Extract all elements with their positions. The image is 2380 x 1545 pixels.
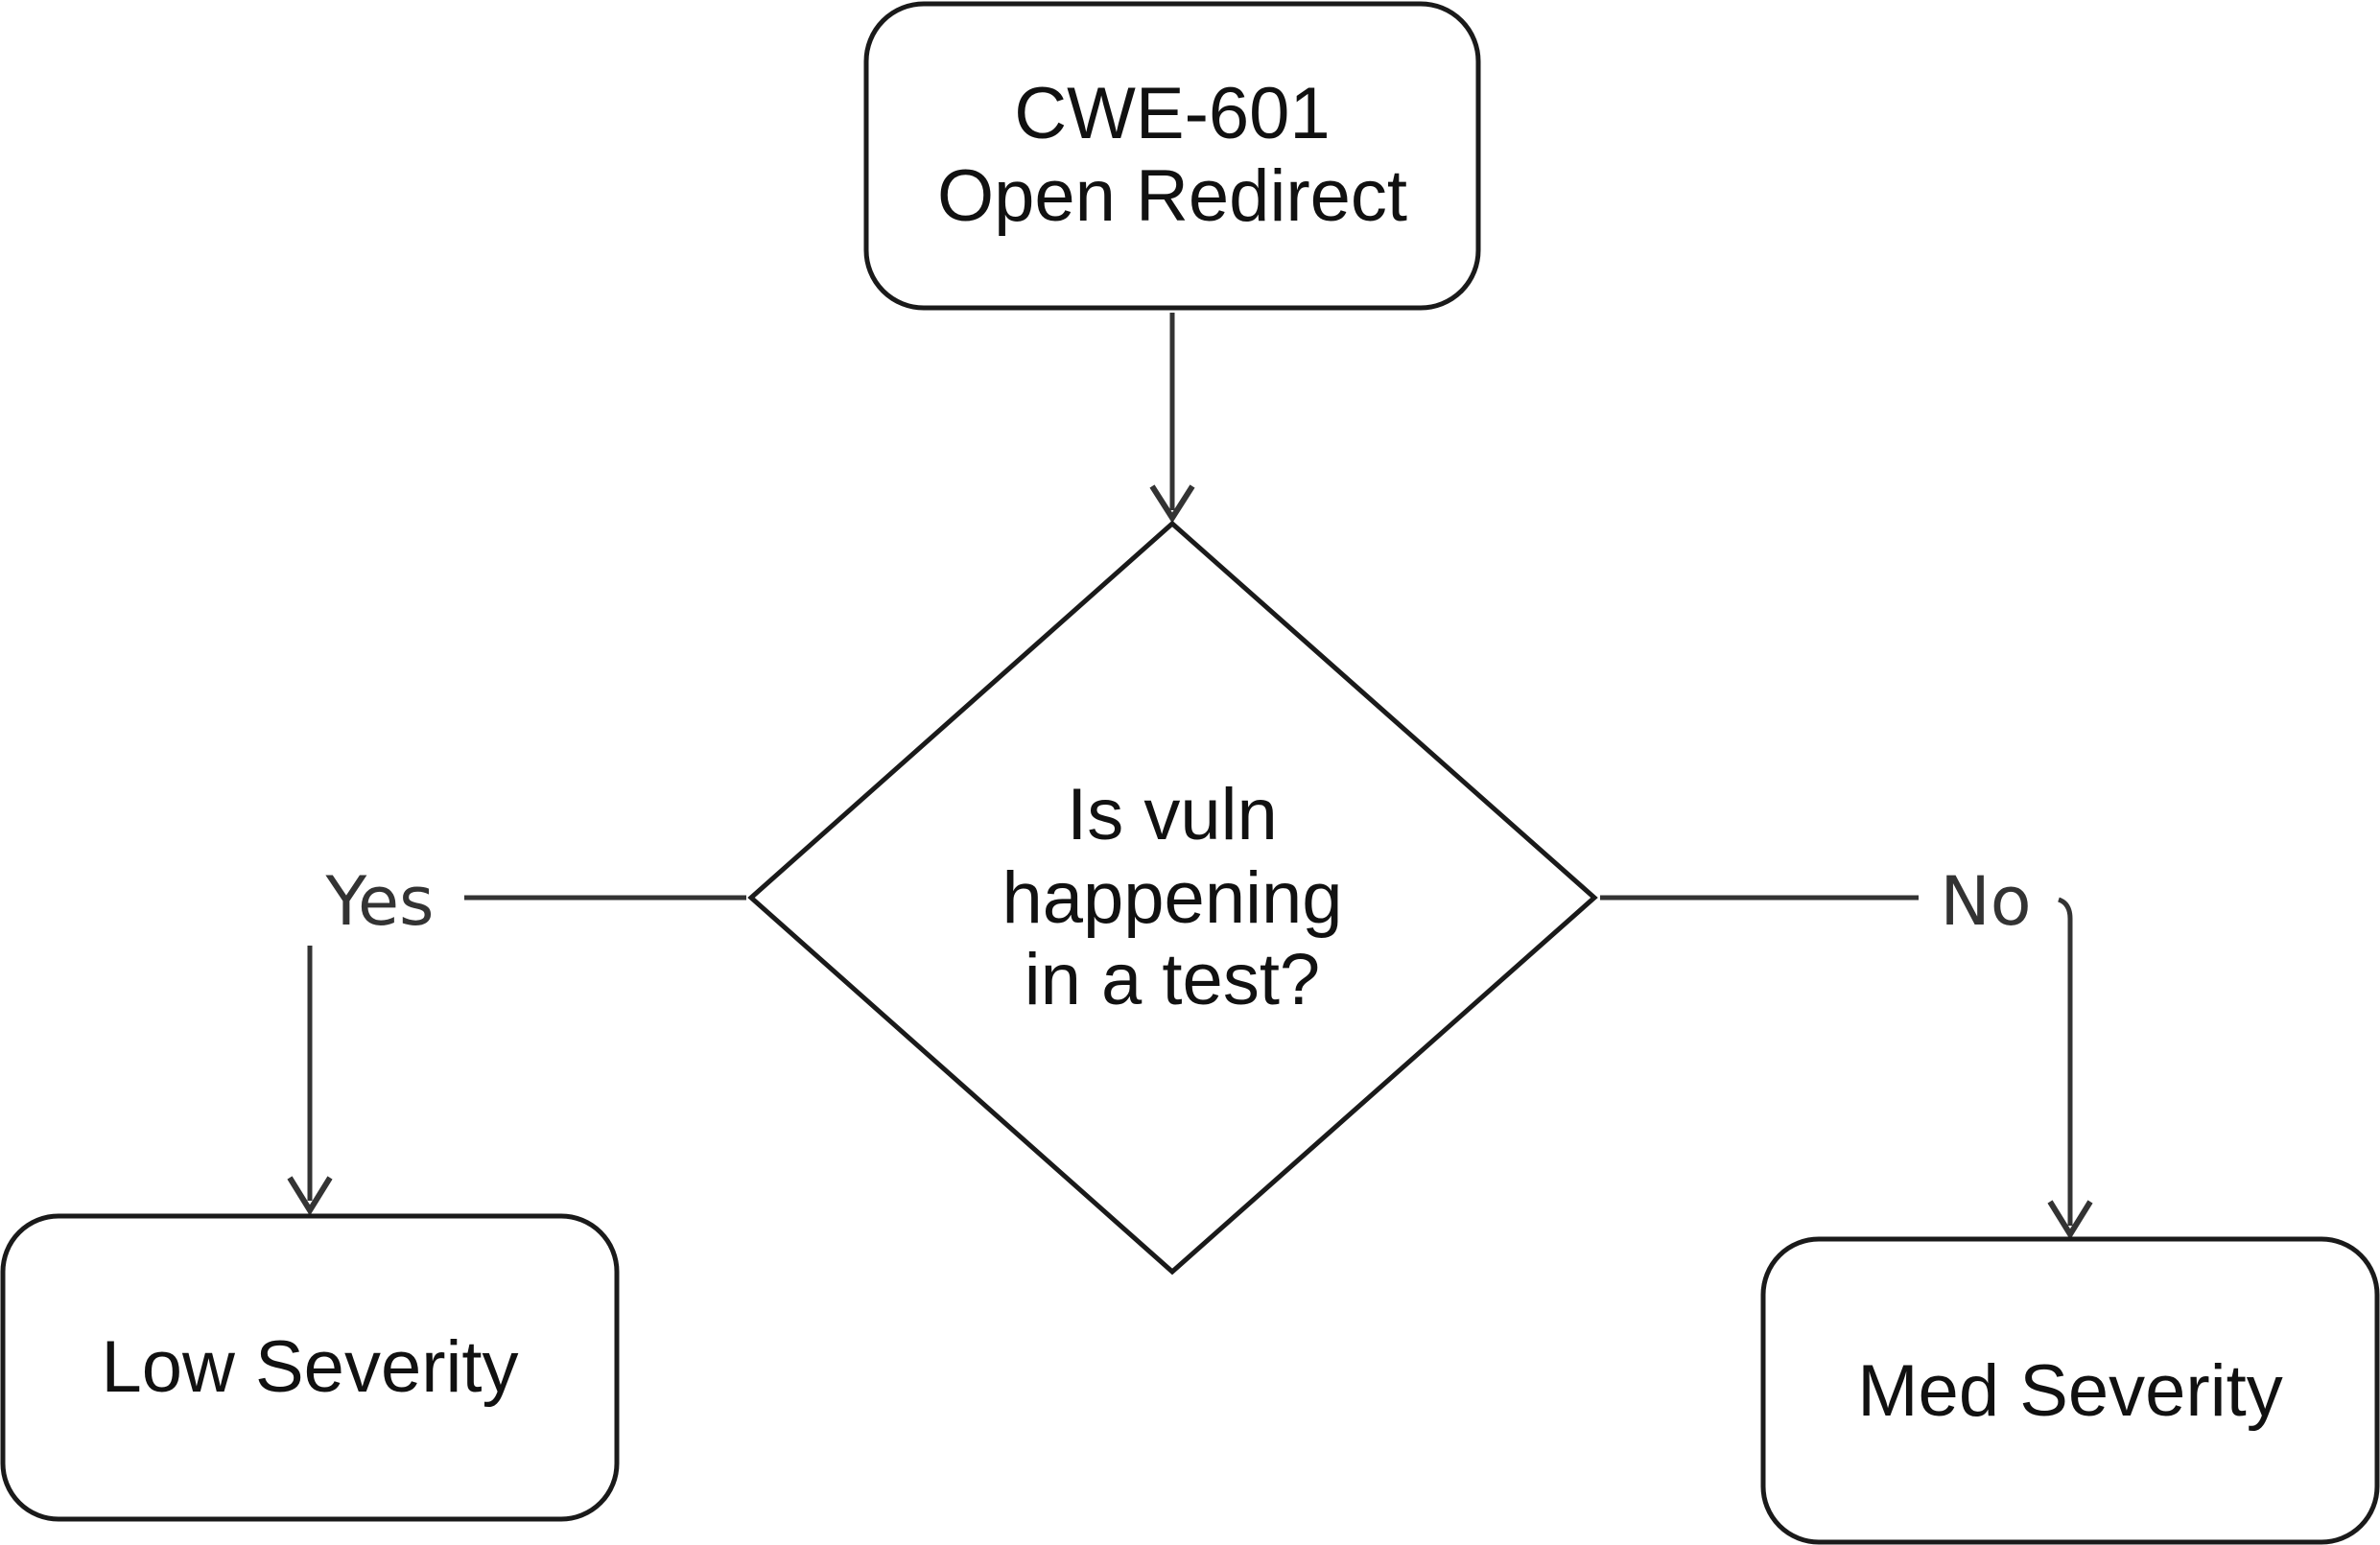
- start-node-title: CWE-601: [1014, 73, 1330, 154]
- low-severity-box: [0, 1213, 620, 1522]
- yes-label: Yes: [325, 862, 435, 941]
- med-severity-label: Med Severity: [1857, 1350, 2283, 1432]
- decision-question-line-1: Is vuln: [1067, 774, 1278, 855]
- no-branch-vertical-line: [2058, 897, 2073, 1226]
- med-severity-node: Med Severity: [1760, 1236, 2380, 1545]
- start-to-decision-arrowhead: [1149, 484, 1195, 524]
- no-label: No: [1940, 862, 2031, 941]
- start-node-box: [863, 1, 1481, 311]
- yes-branch-arrowhead: [287, 1176, 333, 1216]
- decision-node: Is vuln happening in a test?: [747, 520, 1598, 1276]
- no-branch-arrowhead: [2047, 1200, 2093, 1240]
- yes-branch: Yes: [287, 862, 746, 1216]
- start-node: CWE-601 Open Redirect: [863, 1, 1481, 311]
- decision-question-line-3: in a test?: [1025, 939, 1320, 1020]
- decision-question-line-2: happening: [1001, 857, 1342, 939]
- no-branch: No: [1600, 862, 2093, 1240]
- low-severity-label: Low Severity: [101, 1326, 518, 1408]
- start-to-decision-arrow: [1149, 313, 1195, 524]
- start-node-subtitle: Open Redirect: [937, 155, 1407, 237]
- decision-diamond: [747, 520, 1598, 1276]
- med-severity-box: [1760, 1236, 2380, 1545]
- low-severity-node: Low Severity: [0, 1213, 620, 1522]
